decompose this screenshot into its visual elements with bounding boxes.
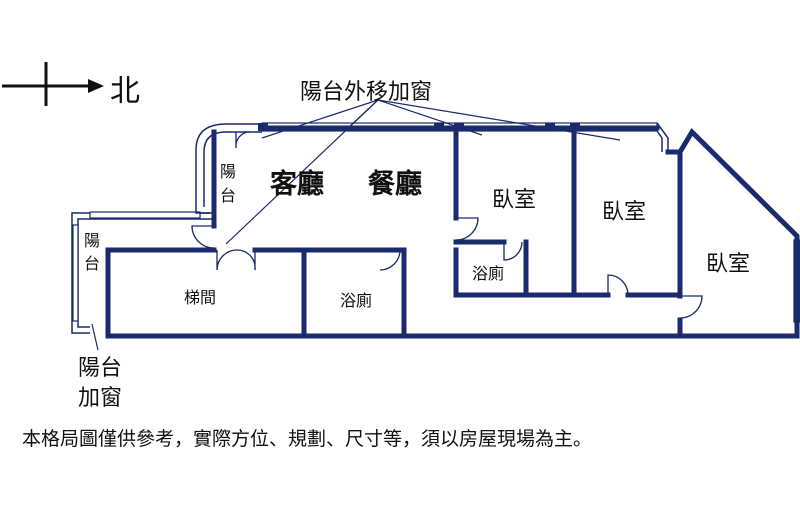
balcony-top-char-1: 陽 xyxy=(220,162,237,181)
door-entry-left xyxy=(216,249,238,271)
balcony-top-outline xyxy=(195,123,262,214)
doors xyxy=(191,131,703,319)
door-balcony-top xyxy=(235,131,251,149)
north-label: 北 xyxy=(110,74,140,109)
dining-room-label: 餐廳 xyxy=(368,169,422,200)
walls xyxy=(105,125,800,339)
stairwell-label: 梯間 xyxy=(184,288,217,307)
bathroom-small-label: 浴廁 xyxy=(472,264,505,283)
balcony-left-char-1: 陽 xyxy=(84,231,101,250)
callout-leaders xyxy=(91,99,621,351)
door-bedroom-2 xyxy=(607,274,629,296)
balcony-top-char-2: 台 xyxy=(220,186,237,205)
door-bedroom-3 xyxy=(679,295,703,319)
door-stair xyxy=(191,225,215,249)
bathroom-main-label: 浴廁 xyxy=(340,291,373,310)
balcony-left-outline xyxy=(71,211,212,334)
balcony-window-callout-line-1: 陽台 xyxy=(78,356,123,381)
door-bath-main xyxy=(379,249,401,271)
door-bath-small xyxy=(503,241,523,261)
bedroom-3-label: 臥室 xyxy=(706,252,751,277)
north-arrow-icon xyxy=(2,62,104,106)
living-room-label: 客廳 xyxy=(270,169,324,200)
door-bedroom-1 xyxy=(455,217,479,241)
window-extension-callout: 陽台外移加窗 xyxy=(300,80,433,105)
bedroom-2-label: 臥室 xyxy=(602,200,647,225)
bedroom-1-label: 臥室 xyxy=(492,188,537,213)
balcony-left-char-2: 台 xyxy=(84,254,101,273)
balcony-window-callout-line-2: 加窗 xyxy=(78,386,123,411)
door-entry-right xyxy=(236,249,256,271)
disclaimer-note: 本格局圖僅供參考，實際方位、規劃、尺寸等，須以房屋現場為主。 xyxy=(22,428,593,450)
